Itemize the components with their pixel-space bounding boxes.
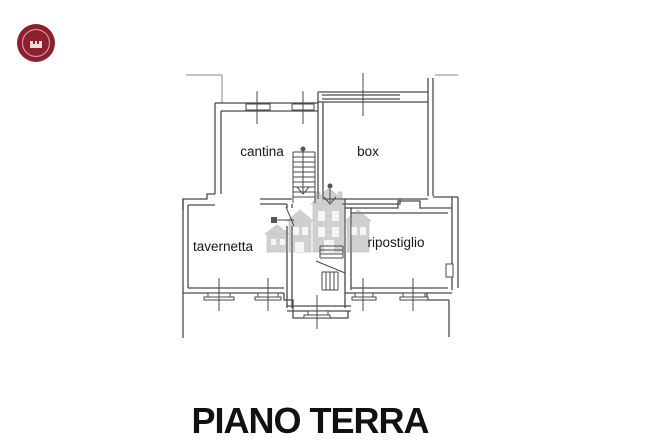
walls [182, 78, 459, 338]
exterior-boundary-lines [186, 74, 458, 103]
stair-direction-arrow [296, 146, 310, 195]
room-label-cantina: cantina [240, 144, 284, 159]
room-label-tavernetta: tavernetta [193, 239, 254, 254]
stairs-lower-flight [315, 183, 346, 291]
room-label-ripostiglio: ripostiglio [367, 235, 424, 250]
page-title: PIANO TERRA [191, 400, 429, 441]
room-label-box: box [357, 144, 379, 159]
window-symbols [203, 73, 429, 329]
agency-logo-icon [17, 24, 55, 62]
stairs-upper-flight [292, 146, 316, 203]
stair-direction-arrow [323, 183, 337, 205]
door-swing-arrow [271, 206, 295, 227]
